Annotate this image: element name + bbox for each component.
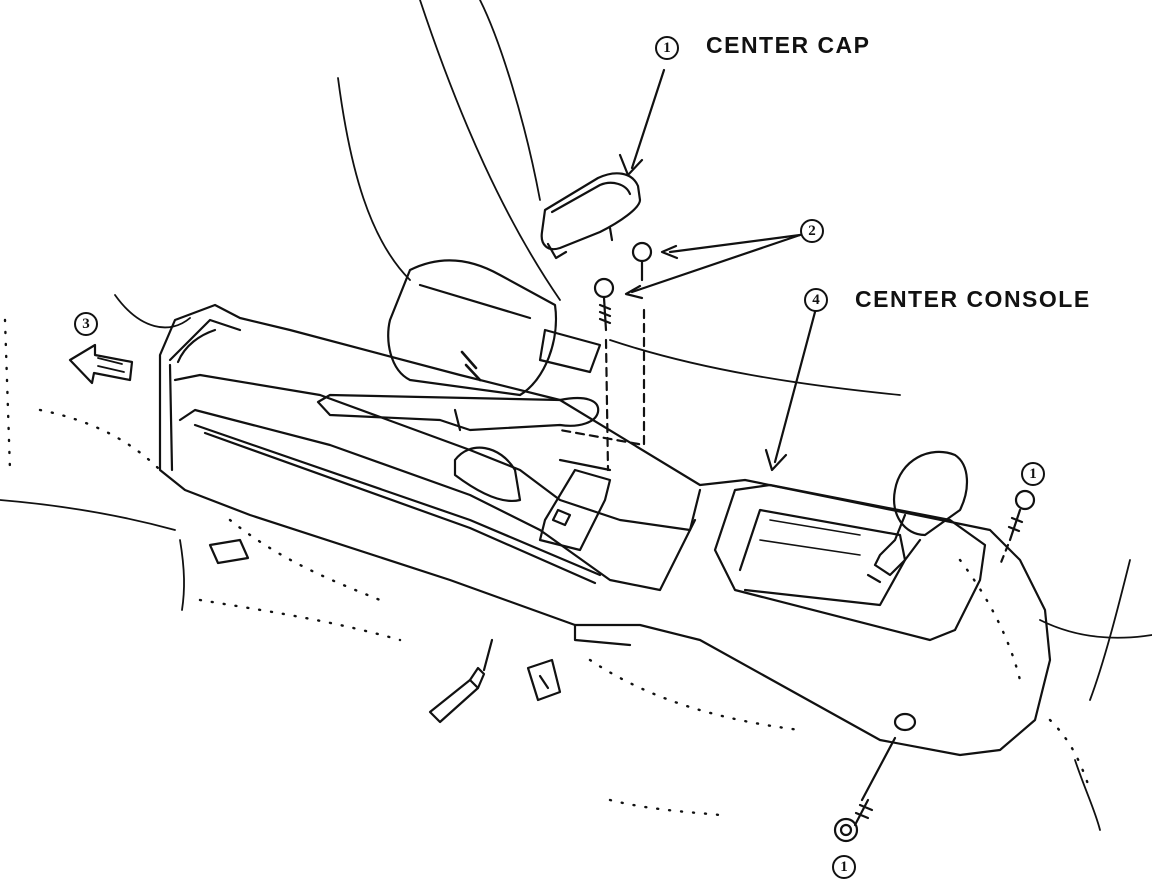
center-console-label: CENTER CONSOLE <box>855 286 1091 312</box>
center-cap-label: CENTER CAP <box>706 32 871 58</box>
console-body <box>158 303 1052 757</box>
parking-brake-lever <box>316 393 612 552</box>
mounting-holes <box>208 538 917 732</box>
callout-1-screw-right: 1 <box>1021 462 1045 486</box>
floor-stipple <box>3 318 1092 817</box>
callout-4-console: 4 <box>804 288 828 312</box>
callout-2-bolts: 2 <box>800 219 824 243</box>
shift-knob <box>866 450 969 584</box>
center-cap <box>540 172 642 260</box>
screw-bottom <box>833 736 897 843</box>
console-arrow <box>764 310 817 472</box>
front-direction-arrow <box>68 343 134 385</box>
callout-1-screw-bottom: 1 <box>832 855 856 879</box>
screwdriver <box>428 638 494 724</box>
bolts-with-leaders <box>558 233 802 472</box>
cap-arrow <box>618 68 666 177</box>
rear-cushion <box>387 259 602 397</box>
seat-outline <box>0 0 1152 831</box>
callout-3-front: 3 <box>74 312 98 336</box>
callout-1-cap: 1 <box>655 36 679 60</box>
screw-right <box>998 489 1036 567</box>
